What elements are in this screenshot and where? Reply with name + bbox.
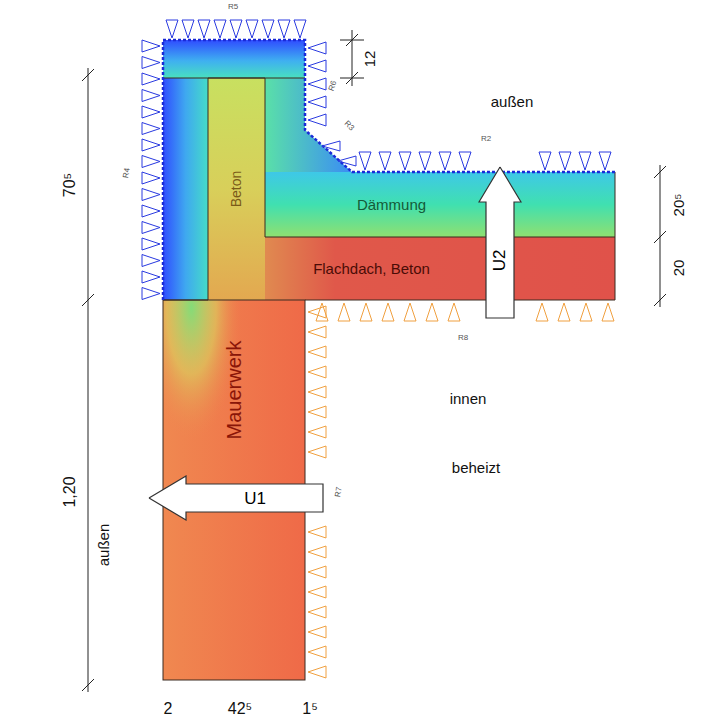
node-label: Beton <box>230 171 244 208</box>
node-label: Mauerwerk <box>224 341 244 440</box>
dimension-text: 2 <box>164 701 173 717</box>
region-label: innen <box>450 391 487 406</box>
dimension-text: 1,20 <box>62 476 78 507</box>
node-label: U2 <box>491 250 508 272</box>
outside-boundary-symbols <box>142 20 611 300</box>
boundary-id: R4 <box>122 167 132 178</box>
boundary-id: R5 <box>228 3 238 11</box>
masonry-region: Mauerwerk <box>163 310 305 470</box>
dimension-text: 70⁵ <box>62 173 78 197</box>
boundary-id: R7 <box>334 486 344 497</box>
insulation-region: Dämmung <box>305 172 478 237</box>
roof-slab-region: Flachdach, Beton <box>265 237 478 300</box>
boundary-id: R8 <box>458 334 468 342</box>
boundary-id: R3 <box>343 120 356 133</box>
region-label: außen <box>96 524 111 567</box>
dimension-text: 12 <box>362 51 377 68</box>
node-label: Dämmung <box>357 197 426 212</box>
region-label: beheizt <box>452 460 500 475</box>
node-label: U1 <box>244 490 266 507</box>
node-label: Flachdach, Beton <box>313 261 430 276</box>
boundary-id: R2 <box>481 135 491 143</box>
heat-flow-arrow: U1 <box>148 475 324 521</box>
boundary-id: R6 <box>327 80 338 92</box>
dimension-text: 1⁵ <box>302 701 318 717</box>
region-label: außen <box>491 94 534 109</box>
concrete-wall-region: Beton <box>208 78 265 300</box>
inside-boundary-symbols <box>308 303 614 678</box>
arrow-outline <box>148 475 324 521</box>
dimension-text: 20⁵ <box>671 194 686 217</box>
arrow-outline <box>478 166 522 319</box>
dimension-text: 42⁵ <box>228 701 252 717</box>
heat-flow-arrow: U2 <box>478 166 522 319</box>
dimension-text: 20 <box>671 260 686 277</box>
